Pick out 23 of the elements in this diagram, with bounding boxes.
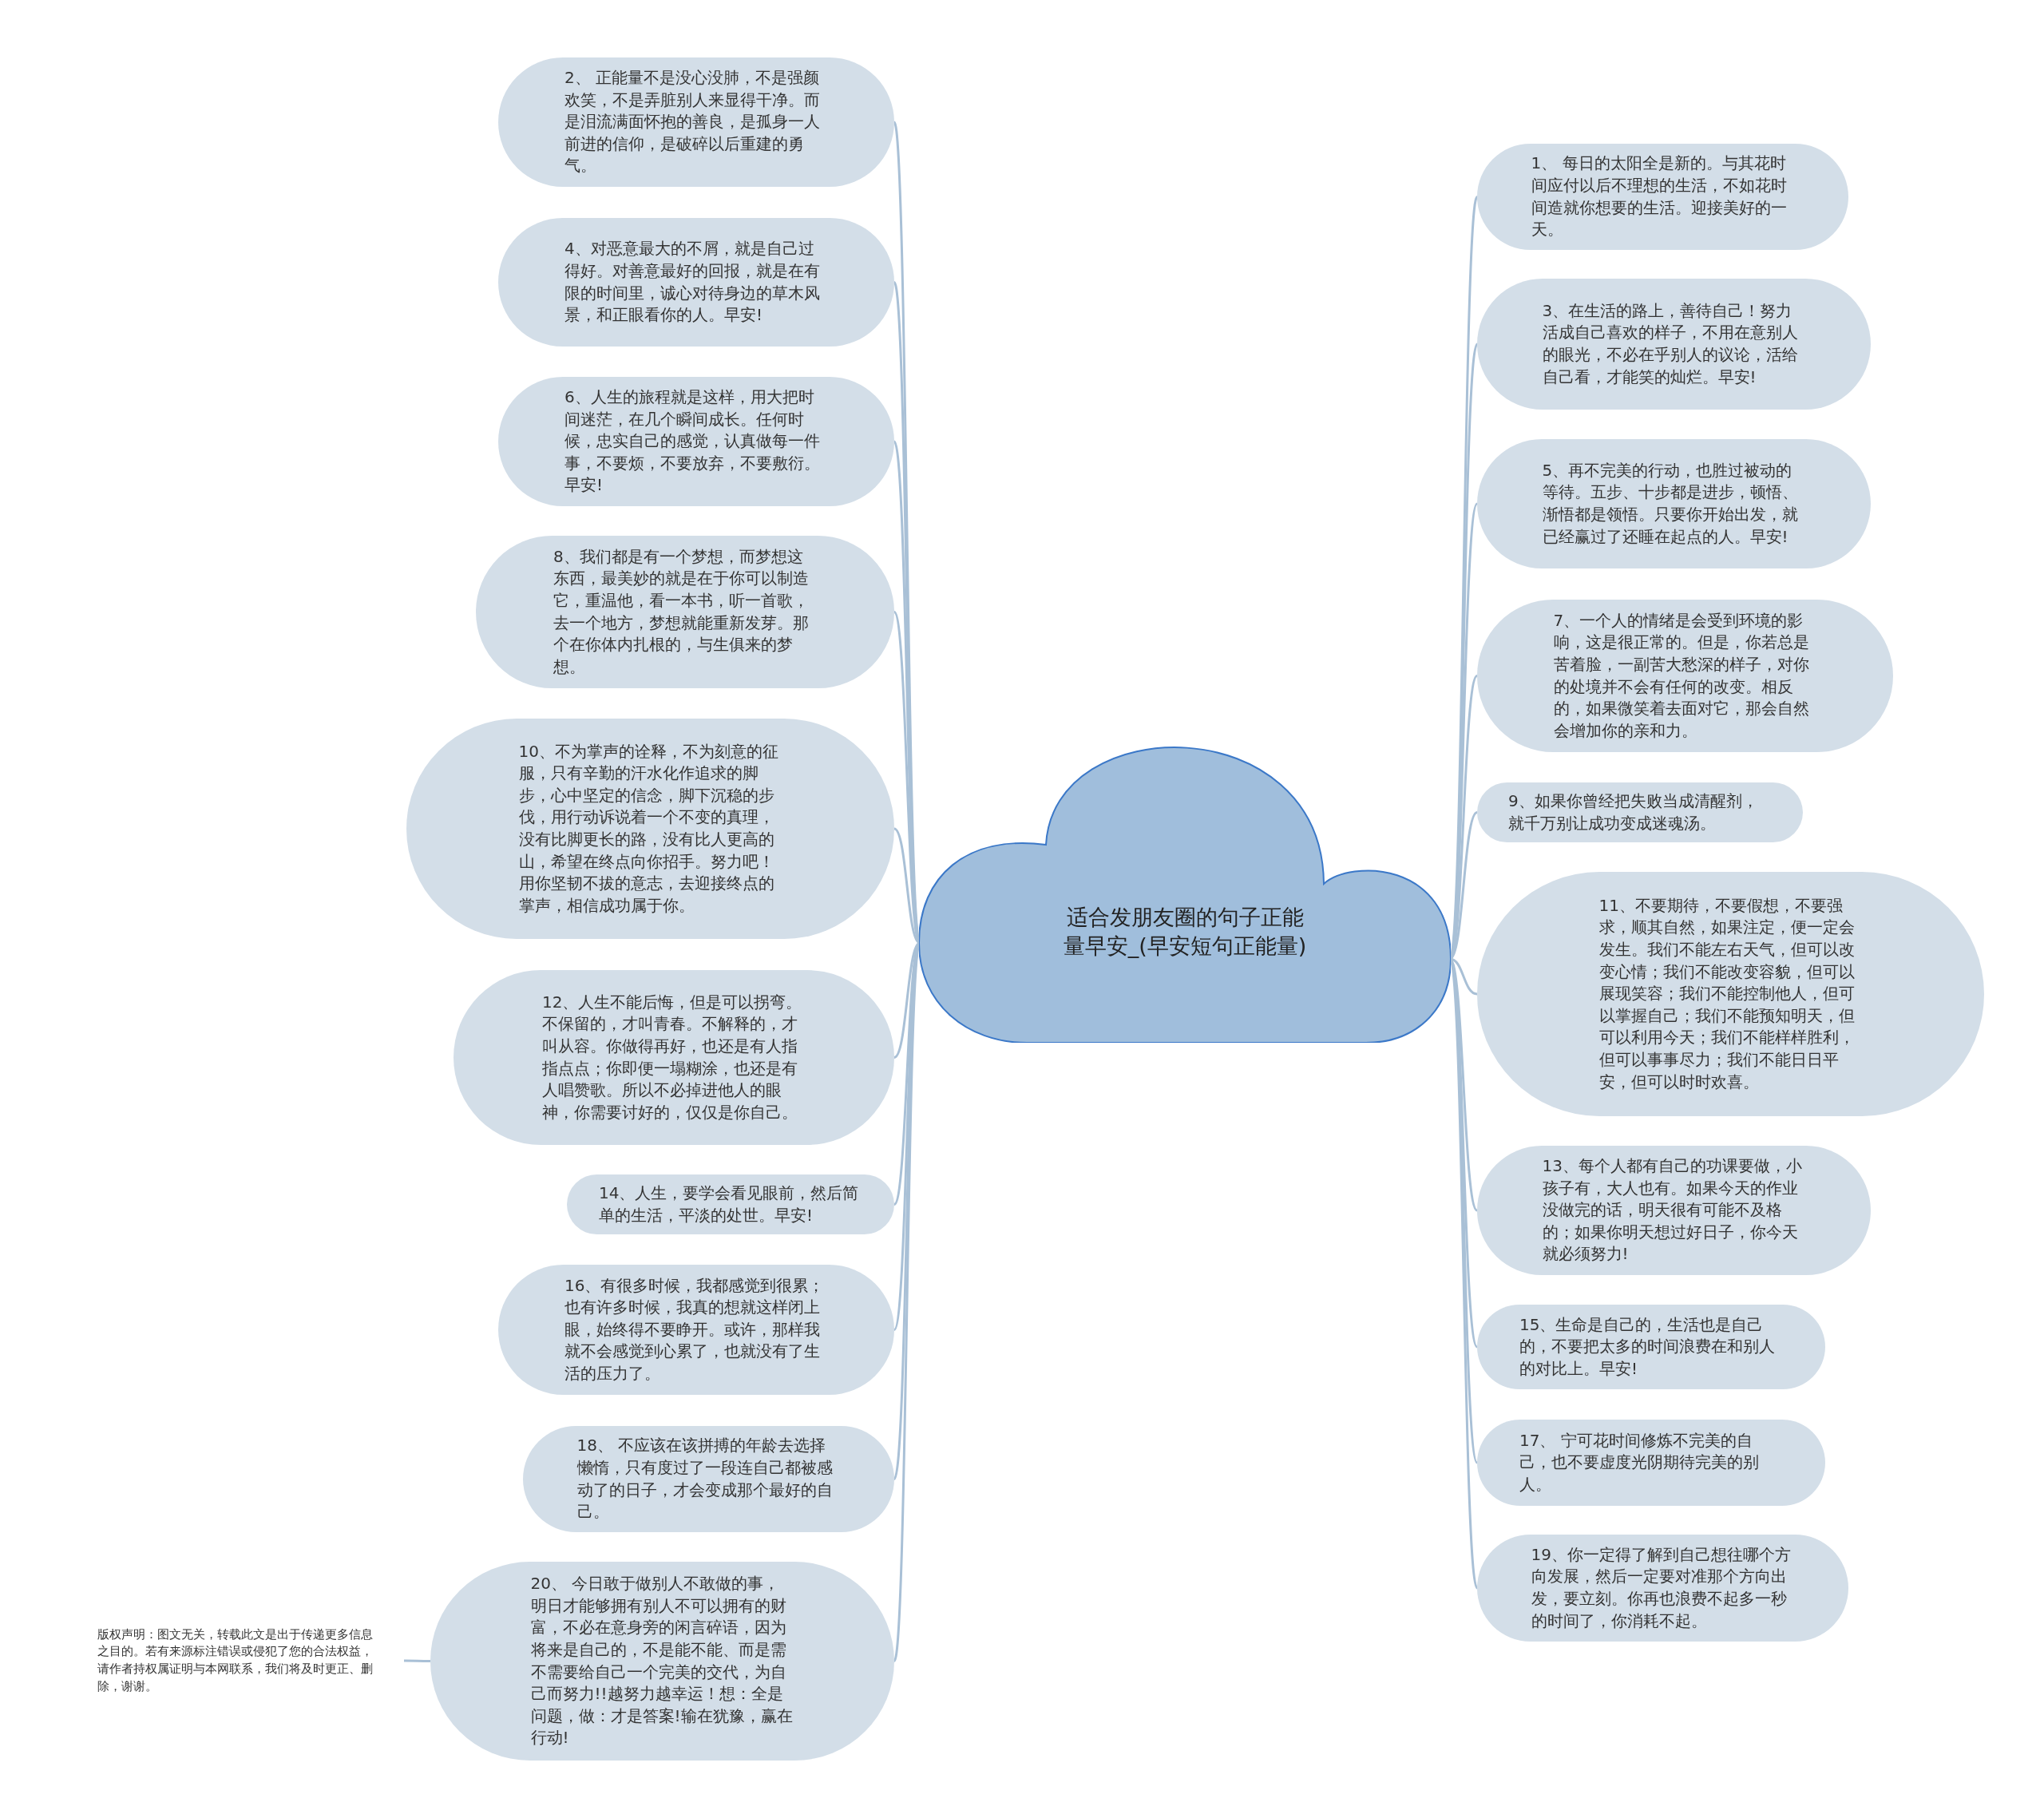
quote-text: 12、人生不能后悔，但是可以拐弯。不保留的，才叫青春。不解释的，才叫从容。你做得再好，也还是有人指指点点；你即便一塌糊涂，也还是有人唱赞歌。所以不必掉进他人的眼神，你需要讨好的，仅仅是你自己。 [542,991,803,1123]
quote-text: 14、人生，要学会看见眼前，然后简单的生活，平淡的处世。早安! [599,1182,860,1226]
quote-text: 17、 宁可花时间修炼不完美的自己，也不要虚度光阴期待完美的别人。 [1519,1429,1760,1495]
quote-text: 16、有很多时候，我都感觉到很累；也有许多时候，我真的想就这样闭上眼，始终得不要睁开。或许，那样我就不会感觉到心累了，也就没有了生活的压力了。 [564,1274,826,1384]
quote-text: 15、生命是自己的，生活也是自己的，不要把太多的时间浪费在和别人的对比上。早安! [1519,1313,1776,1380]
connector-line [404,1659,430,1662]
copyright-note: 版权声明：图文无关，转载此文是出于传递更多信息之目的。若有来源标注错误或侵犯了您的合法权益，请作者持权属证明与本网联系，我们将及时更正、删除，谢谢。 [97,1626,373,1695]
quote-text: 9、如果你曾经把失败当成清醒剂，就千万别让成功变成迷魂汤。 [1508,790,1759,834]
quote-text: 2、 正能量不是没心没肺，不是强颜欢笑，不是弄脏别人来显得干净。而是泪流满面怀抱的善良，是孤身一人前进的信仰，是破碎以后重建的勇气。 [564,67,821,177]
quote-text: 6、人生的旅程就是这样，用大把时间迷茫，在几个瞬间成长。任何时候，忠实自己的感觉，认真做每一件事，不要烦，不要放弃，不要敷衍。早安! [564,386,821,497]
quote-text: 5、再不完美的行动，也胜过被动的等待。五步、十步都是进步，顿悟、渐悟都是领悟。只要你开始出发，就已经赢过了还睡在起点的人。早安! [1542,459,1799,548]
quote-text: 3、在生活的路上，善待自己！努力活成自己喜欢的样子，不用在意别人的眼光，不必在乎别人的议论，活给自己看，才能笑的灿烂。早安! [1542,299,1799,388]
quote-text: 8、我们都是有一个梦想，而梦想这东西，最美妙的就是在于你可以制造它，重温他，看一本书，听一首歌，去一个地方，梦想就能重新发芽。那个在你体内扎根的，与生俱来的梦想。 [553,545,810,678]
quote-text: 18、 不应该在该拼搏的年龄去选择懒惰，只有度过了一段连自己都被感动了的日子，才会变成那个最好的自己。 [576,1435,834,1523]
quote-text: 13、每个人都有自己的功课要做，小孩子有，大人也有。如果今天的作业没做完的话，明天很有可能不及格的；如果你明天想过好日子，你今天就必须努力! [1542,1155,1803,1265]
quote-text: 1、 每日的太阳全是新的。与其花时间应付以后不理想的生活，不如花时间造就你想要的生活。迎接美好的一天。 [1531,152,1788,241]
quote-text: 19、你一定得了解到自己想往哪个方向发展，然后一定要对准那个方向出发，要立刻。你再也浪费不起多一秒的时间了，你消耗不起。 [1531,1543,1792,1632]
quote-text: 10、不为掌声的诠释，不为刻意的征服，只有辛勤的汗水化作追求的脚步，心中坚定的信念，脚下沉稳的步伐，用行动诉说着一个不变的真理，没有比脚更长的路，没有比人更高的山，希望在终点向你招手。努力吧！用你坚韧不拔的意志，去迎接终点的掌声，相信成功属于你。 [518,740,779,917]
quote-text: 7、一个人的情绪是会受到环境的影响，这是很正常的。但是，你若总是苦着脸，一副苦大愁深的样子，对你的处境并不会有任何的改变。相反的，如果微笑着去面对它，那会自然会增加你的亲和力。 [1553,609,1810,742]
topic-title: 适合发朋友圈的句子正能量早安_(早安短句正能量) [1063,904,1307,960]
quote-text: 20、 今日敢于做别人不敢做的事，明日才能够拥有别人不可以拥有的财富，不必在意身旁的闲言碎语，因为将来是自己的，不是能不能、而是需不需要给自己一个完美的交代，为自己而努力!!越努力越幸运！想：全是问题，做：才是答案!输在犹豫，赢在行动! [530,1573,794,1749]
quote-text: 11、不要期待，不要假想，不要强求，顺其自然，如果注定，便一定会发生。我们不能左右天气，但可以改变心情；我们不能改变容貌，但可以展现笑容；我们不能控制他人，但可以掌握自己；我们不能预知明天，但可以利用今天；我们不能样样胜利，但可以事事尽力；我们不能日日平安，但可以时时欢喜。 [1598,894,1856,1093]
quote-text: 4、对恶意最大的不屑，就是自己过得好。对善意最好的回报，就是在有限的时间里，诚心对待身边的草木风景，和正眼看你的人。早安! [564,238,821,327]
